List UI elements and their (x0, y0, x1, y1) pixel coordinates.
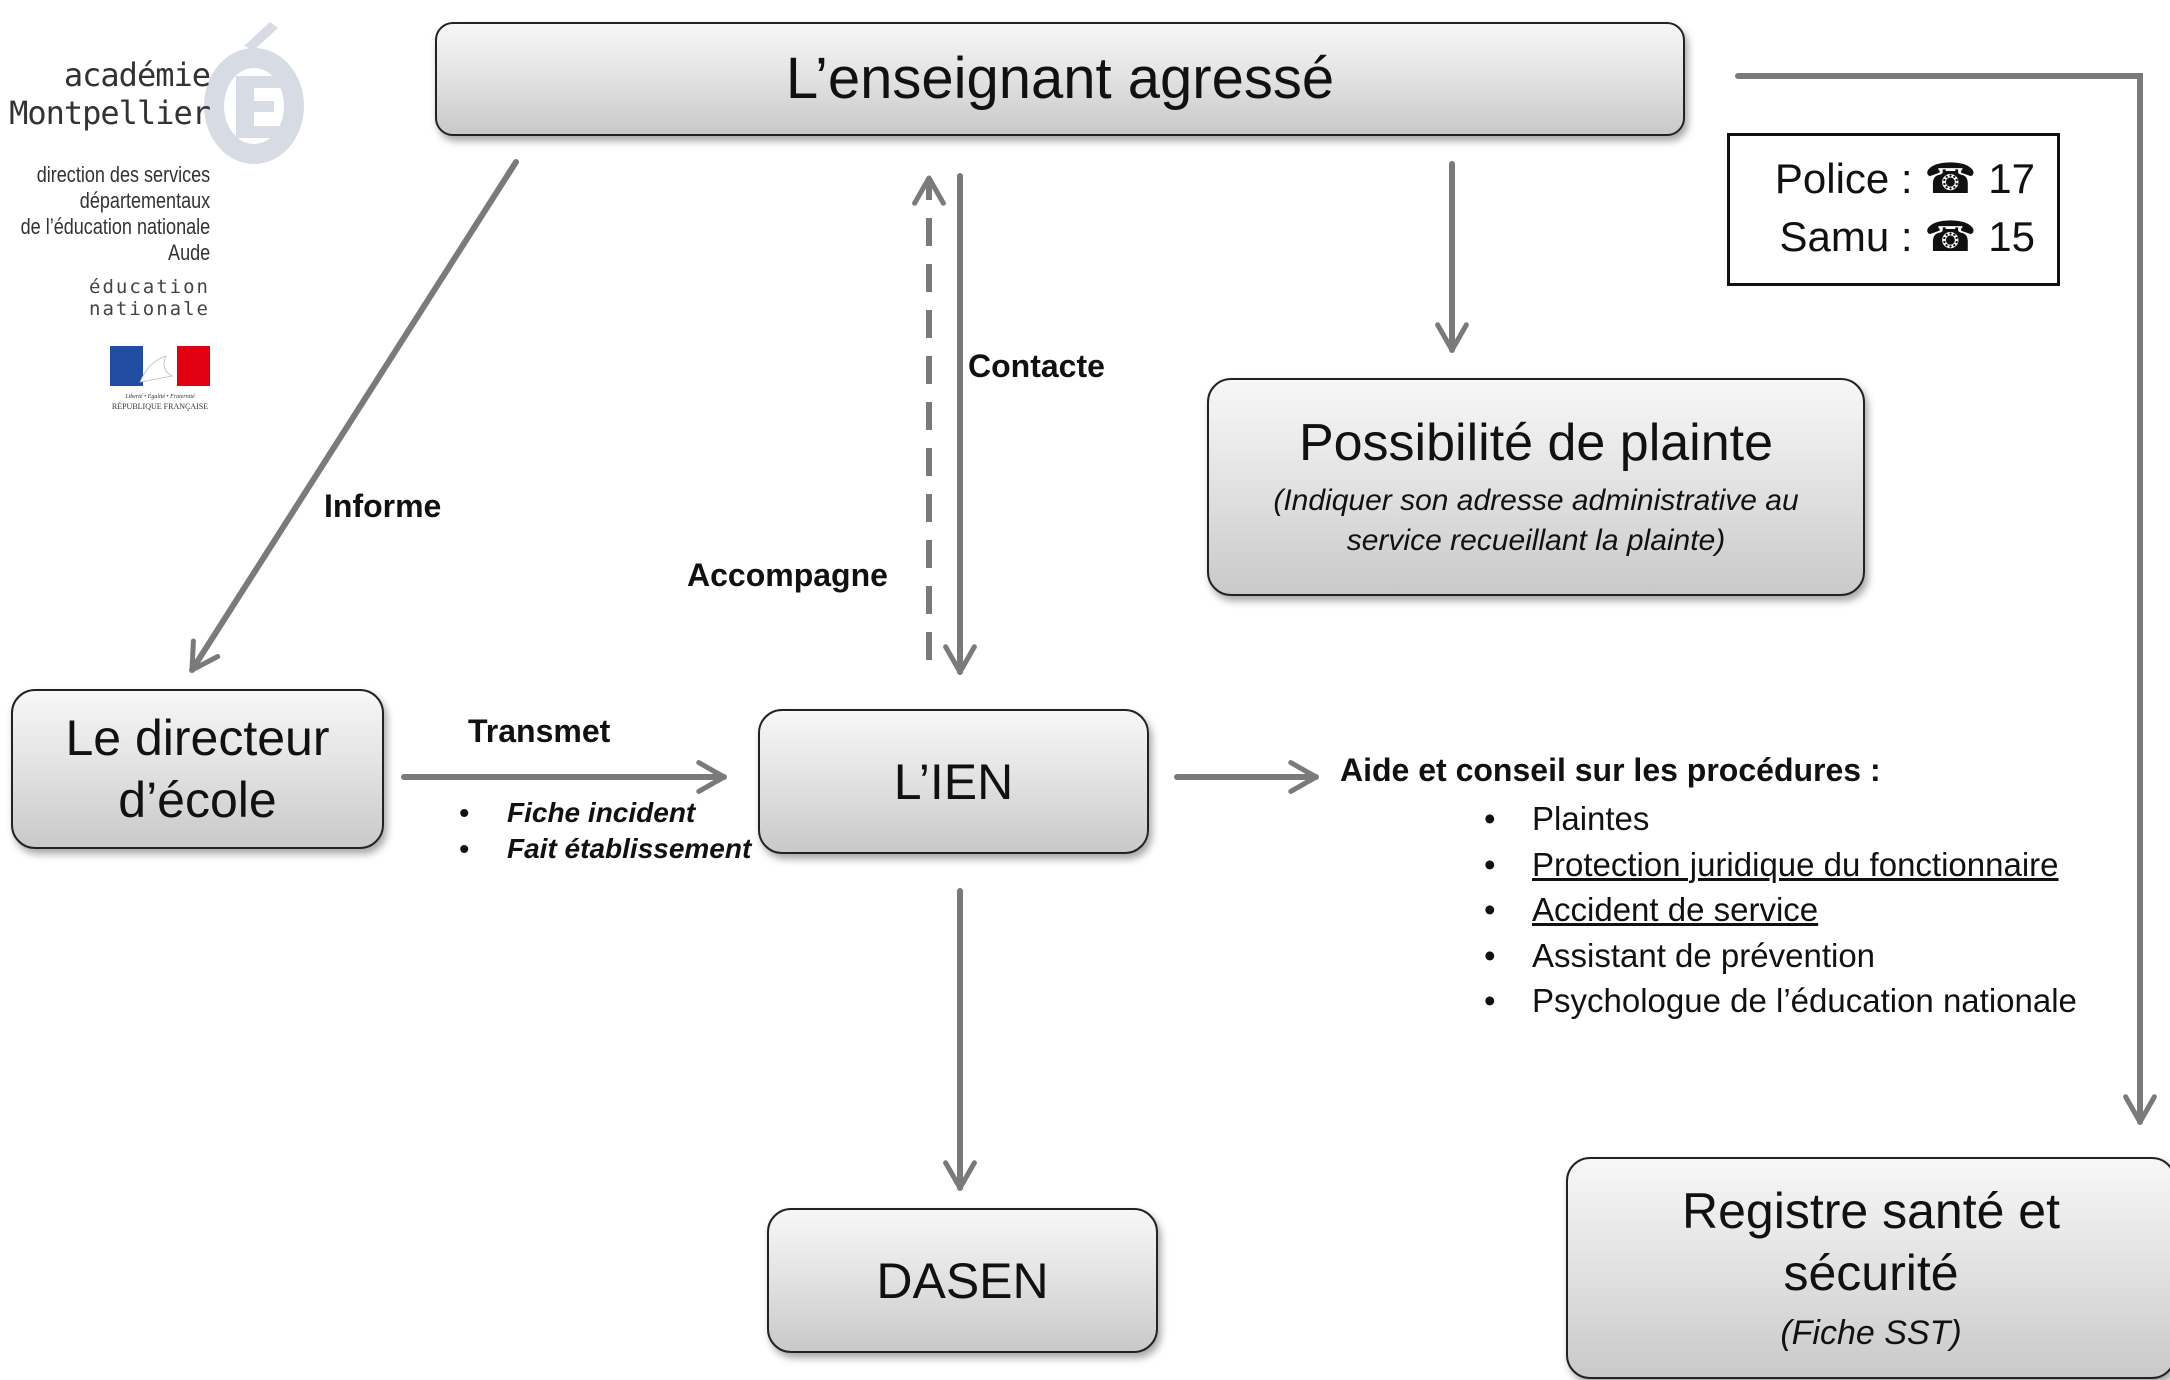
list-item: Accident de service (1484, 887, 2077, 933)
list-item: Fait établissement (459, 831, 751, 867)
emergency-samu-row: Samu : ☎ 15 (1780, 212, 2035, 261)
list-item-label: Plaintes (1532, 800, 1650, 837)
logo-education-line: éducation (89, 276, 210, 298)
logo-education-line: nationale (89, 298, 210, 320)
logo-direction-line: direction des services (36, 162, 210, 187)
arrow-teacher-to-director (189, 159, 519, 673)
education-e-logo-icon (204, 22, 304, 164)
edge-label-informe: Informe (324, 488, 442, 524)
list-item: Psychologue de l’éducation nationale (1484, 978, 2077, 1024)
list-item-label: Assistant de prévention (1532, 936, 1876, 974)
logo-republique: Liberté • Égalité • Fraternité RÉPUBLIQU… (104, 392, 216, 412)
marianne-flag-icon (110, 346, 210, 386)
node-registre-sante-securite: Registre santé et sécurité (Fiche SST) (1566, 1157, 2170, 1379)
logo-academie: académie (63, 56, 211, 94)
logo-direction-line: départementaux (79, 188, 211, 213)
logo-motto: Liberté • Égalité • Fraternité (125, 394, 195, 400)
list-item: Plaintes (1484, 796, 2077, 842)
telephone-icon: ☎ (1924, 213, 1977, 260)
edge-label-transmet: Transmet (468, 713, 611, 749)
academy-logo: académie Montpellier direction des servi… (0, 0, 320, 420)
logo-direction-line: de l’éducation nationale (20, 214, 210, 239)
list-item: Assistant de prévention (1484, 933, 2077, 979)
aide-conseil-title: Aide et conseil sur les procédures : (1340, 752, 1881, 788)
list-item: Protection juridique du fonctionnaire (1484, 842, 2077, 888)
logo-direction-line: Aude (167, 240, 210, 265)
emergency-numbers-box: Police : ☎ 17 Samu : ☎ 15 (1727, 133, 2060, 286)
edge-label-contacte: Contacte (968, 348, 1105, 384)
aide-conseil-list: Plaintes Protection juridique du fonctio… (1484, 796, 2077, 1024)
logo-academie-text: académie Montpellier (9, 56, 211, 132)
list-item-label: Psychologue de l’éducation nationale (1532, 982, 2077, 1019)
node-possibilite-plainte: Possibilité de plainte (Indiquer son adr… (1207, 378, 1865, 596)
police-number: 17 (1988, 155, 2035, 202)
police-label: Police : (1774, 155, 1913, 202)
logo-montpellier: Montpellier (9, 94, 211, 132)
list-item-link[interactable]: Protection juridique du fonctionnaire (1532, 845, 2059, 883)
node-dasen-title: DASEN (876, 1252, 1049, 1309)
node-registre-note: (Fiche SST) (1780, 1313, 1962, 1352)
node-directeur-ecole: Le directeur d’école (11, 689, 384, 849)
node-enseignant-agresse-title: L’enseignant agressé (785, 46, 1335, 112)
telephone-icon: ☎ (1924, 155, 1977, 202)
node-directeur-title: Le directeur d’école (65, 709, 330, 829)
node-plainte-title: Possibilité de plainte (1298, 414, 1774, 473)
node-ien: L’IEN (758, 709, 1149, 854)
node-enseignant-agresse: L’enseignant agressé (435, 22, 1685, 136)
samu-label: Samu : (1779, 213, 1913, 260)
transmet-items-list: Fiche incident Fait établissement (459, 795, 751, 867)
emergency-police-row: Police : ☎ 17 (1775, 154, 2035, 203)
arrow-teacher-to-registre (1735, 73, 2157, 1125)
node-ien-title: L’IEN (893, 753, 1014, 810)
samu-number: 15 (1988, 213, 2035, 260)
node-plainte-note: (Indiquer son adresse administrative au … (1273, 483, 1799, 558)
node-registre-title: Registre santé et sécurité (1682, 1182, 2060, 1302)
node-dasen: DASEN (767, 1208, 1158, 1353)
logo-direction-text: direction des services départementaux de… (20, 162, 210, 266)
edge-label-accompagne: Accompagne (687, 557, 888, 593)
list-item-link[interactable]: Accident de service (1532, 891, 1819, 928)
list-item: Fiche incident (459, 795, 751, 831)
logo-education-text: éducation nationale (89, 276, 210, 320)
logo-republique-francaise: RÉPUBLIQUE FRANÇAISE (111, 402, 209, 411)
